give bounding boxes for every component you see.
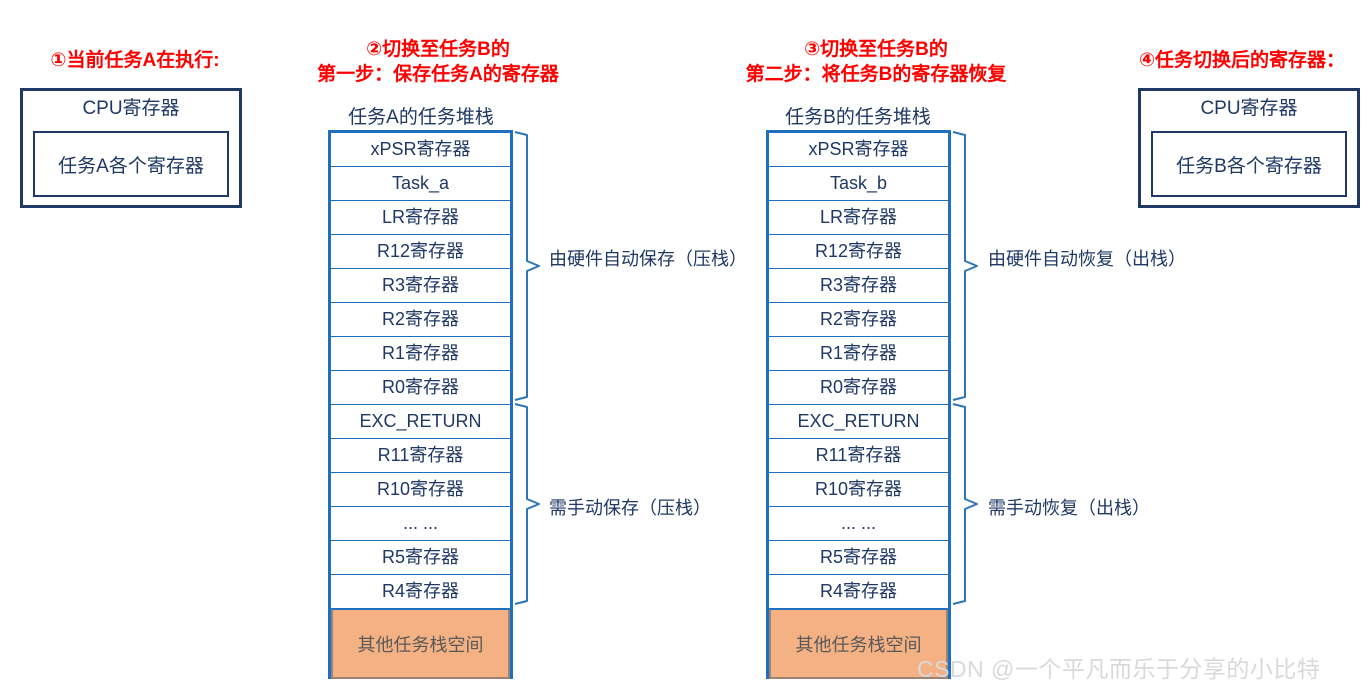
stack-row: LR寄存器 — [331, 201, 510, 235]
stack-row: ... ... — [769, 507, 948, 541]
brace-manual-restore — [952, 403, 978, 605]
cpu-box-title-a: CPU寄存器 — [82, 98, 180, 119]
stack-row: R0寄存器 — [331, 371, 510, 405]
brace-manual-save — [514, 403, 540, 605]
stack-free-space-a: 其他任务栈空间 — [331, 609, 510, 679]
stack-row: Task_a — [331, 167, 510, 201]
brace-hardware-save — [514, 131, 540, 401]
stack-row: Task_b — [769, 167, 948, 201]
stack-row: LR寄存器 — [769, 201, 948, 235]
stack-row: R10寄存器 — [331, 473, 510, 507]
cpu-register-box-task-a: CPU寄存器 任务A各个寄存器 — [20, 88, 242, 208]
brace-label-hardware-restore: 由硬件自动恢复（出栈） — [988, 249, 1186, 269]
stack-row: R4寄存器 — [331, 575, 510, 609]
brace-label-hardware-save: 由硬件自动保存（压栈） — [549, 249, 747, 269]
stack-row: R2寄存器 — [331, 303, 510, 337]
stack-caption-task-b: 任务B的任务堆栈 — [785, 107, 931, 128]
stack-row: R11寄存器 — [331, 439, 510, 473]
cpu-box-inner-b: 任务B各个寄存器 — [1151, 131, 1347, 197]
brace-label-manual-restore: 需手动恢复（出栈） — [988, 498, 1150, 518]
stack-row: R5寄存器 — [331, 541, 510, 575]
csdn-watermark: CSDN @一个平凡而乐于分享的小比特 — [917, 656, 1321, 682]
brace-hardware-restore — [952, 131, 978, 401]
stack-row: EXC_RETURN — [331, 405, 510, 439]
stack-row: R0寄存器 — [769, 371, 948, 405]
stack-row: R10寄存器 — [769, 473, 948, 507]
stack-row: R5寄存器 — [769, 541, 948, 575]
stack-row: R3寄存器 — [769, 269, 948, 303]
step-4-title: ④任务切换后的寄存器： — [1138, 50, 1346, 71]
stack-row: R1寄存器 — [331, 337, 510, 371]
stack-row: R3寄存器 — [331, 269, 510, 303]
stack-row: R11寄存器 — [769, 439, 948, 473]
step-3-title: ③切换至任务B的 第二步：将任务B的寄存器恢复 — [745, 39, 1007, 85]
cpu-register-box-task-b: CPU寄存器 任务B各个寄存器 — [1138, 88, 1360, 208]
stack-row: R4寄存器 — [769, 575, 948, 609]
stack-row: EXC_RETURN — [769, 405, 948, 439]
task-a-stack: xPSR寄存器 Task_a LR寄存器 R12寄存器 R3寄存器 R2寄存器 … — [328, 130, 513, 679]
stack-row: R1寄存器 — [769, 337, 948, 371]
step-1-title: ①当前任务A在执行: — [50, 50, 220, 71]
cpu-box-inner-a: 任务A各个寄存器 — [33, 131, 229, 197]
stack-row: R12寄存器 — [331, 235, 510, 269]
brace-label-manual-save: 需手动保存（压栈） — [549, 498, 711, 518]
task-b-stack: xPSR寄存器 Task_b LR寄存器 R12寄存器 R3寄存器 R2寄存器 … — [766, 130, 951, 679]
stack-row: xPSR寄存器 — [331, 133, 510, 167]
stack-row: R2寄存器 — [769, 303, 948, 337]
stack-row: R12寄存器 — [769, 235, 948, 269]
stack-free-space-b: 其他任务栈空间 — [769, 609, 948, 679]
stack-row: ... ... — [331, 507, 510, 541]
cpu-box-title-b: CPU寄存器 — [1200, 98, 1298, 119]
step-2-title: ②切换至任务B的 第一步：保存任务A的寄存器 — [317, 39, 559, 85]
stack-row: xPSR寄存器 — [769, 133, 948, 167]
stack-caption-task-a: 任务A的任务堆栈 — [348, 107, 494, 128]
